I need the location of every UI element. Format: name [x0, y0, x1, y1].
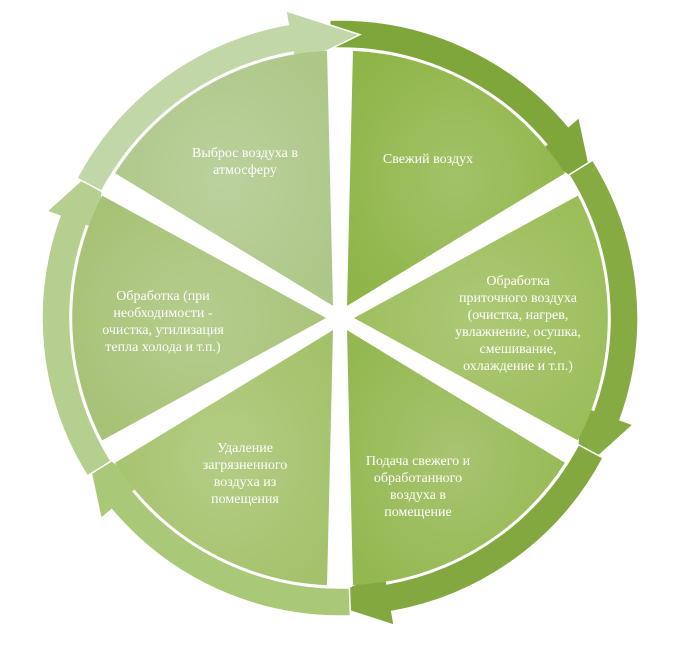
label-line: приточного воздуха — [459, 291, 578, 306]
label-line: обработанного — [374, 471, 462, 486]
arrow-supply-treatment — [567, 159, 639, 479]
label-line: увлажнение, осушка, — [455, 325, 581, 340]
segment-sheen-supply-to-room — [347, 330, 565, 586]
cycle-segments — [72, 50, 608, 586]
segment-sheen-exhaust-treatment — [72, 195, 327, 441]
label-line: воздуха в — [390, 488, 446, 503]
label-line: помещение — [384, 505, 452, 520]
label-line: (очистка, нагрев, — [468, 308, 569, 323]
label-line: необходимости - — [113, 306, 213, 321]
label-line: Удаление — [217, 441, 273, 456]
label-line: очистка, утилизация — [102, 323, 224, 338]
arrow-release — [75, 9, 362, 193]
label-line: воздуха из — [214, 475, 277, 490]
label-line: Обработка — [486, 274, 550, 289]
arrow-exhaust-removal — [83, 440, 352, 617]
label-exhaust-treatment: Обработка (при необходимости - очистка, ут… — [102, 289, 224, 355]
label-supply-treatment: Обработка приточного воздуха (очистка, наг… — [455, 274, 581, 374]
label-line: Обработка (при — [116, 289, 210, 304]
label-line: атмосферу — [213, 163, 277, 178]
label-release: Выброс воздуха в атмосферу — [192, 146, 298, 178]
segment-sheen-supply-treatment — [354, 195, 608, 441]
label-line: Подача свежего и — [366, 454, 471, 469]
arrow-exhaust-treatment — [41, 157, 113, 477]
label-line: тепла холода и т.п.) — [105, 340, 221, 355]
label-line: Свежий воздух — [383, 152, 473, 167]
segment-sheen-release — [115, 50, 334, 306]
label-line: Выброс воздуха в — [192, 146, 298, 161]
label-line: охлаждение и т.п.) — [463, 359, 573, 374]
segment-sheen-fresh-air — [347, 50, 565, 306]
label-line: загрязненного — [203, 458, 288, 473]
label-fresh-air: Свежий воздух — [383, 152, 473, 167]
label-line: помещения — [211, 492, 279, 507]
arrow-fresh-air — [328, 19, 597, 196]
label-exhaust-removal: Удаление загрязненного воздуха из помещения — [203, 441, 288, 507]
cycle-arrows — [41, 9, 639, 627]
label-supply-to-room: Подача свежего и обработанного воздуха в по… — [366, 454, 471, 520]
segment-sheen-exhaust-removal — [115, 330, 334, 586]
label-line: смешивание, — [480, 342, 557, 357]
